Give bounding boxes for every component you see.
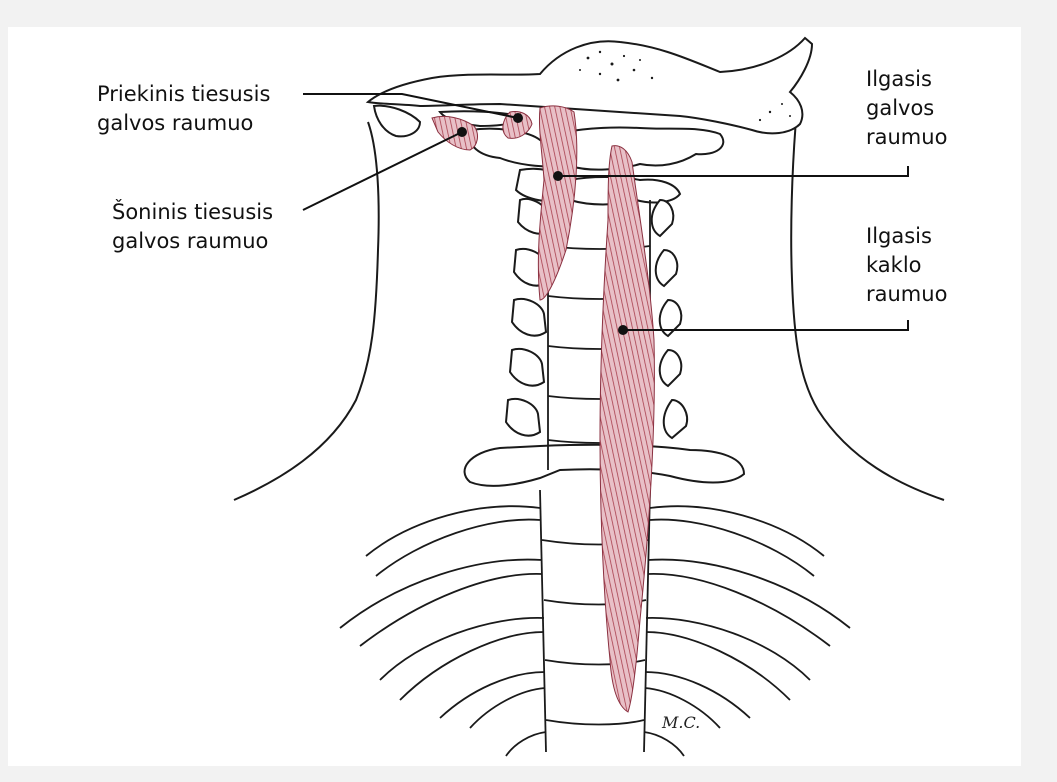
atlas-axis bbox=[468, 126, 725, 206]
leader-rectus-capitis-anterior bbox=[303, 93, 519, 119]
ribs-right bbox=[643, 505, 851, 757]
label-longus-capitis: Ilgasis galvos raumuo bbox=[866, 67, 948, 149]
label-rectus-capitis-anterior: Priekinis tiesusis galvos raumuo bbox=[97, 82, 271, 135]
thoracic-column bbox=[539, 489, 651, 753]
rectus-capitis-lateralis-muscle bbox=[431, 115, 478, 151]
label-rectus-capitis-lateralis: Šoninis tiesusis galvos raumuo bbox=[112, 200, 274, 253]
longus-capitis-muscle bbox=[537, 105, 578, 301]
leader-rectus-capitis-lateralis bbox=[302, 131, 463, 211]
leader-longus-colli bbox=[623, 320, 909, 331]
skull-speckles bbox=[579, 50, 791, 122]
neck-outline bbox=[233, 119, 945, 501]
ribs-left bbox=[339, 505, 547, 757]
neck-outline-left bbox=[233, 121, 380, 501]
leader-lines bbox=[302, 93, 909, 331]
rectus-capitis-anterior-muscle bbox=[502, 111, 533, 139]
leader-dots bbox=[457, 113, 628, 335]
longus-colli-muscle bbox=[599, 145, 655, 713]
leader-longus-capitis bbox=[558, 166, 909, 177]
artist-signature: M.C. bbox=[661, 713, 700, 732]
neck-outline-right bbox=[790, 119, 945, 501]
label-longus-colli: Ilgasis kaklo raumuo bbox=[866, 224, 948, 306]
muscles bbox=[431, 105, 655, 713]
